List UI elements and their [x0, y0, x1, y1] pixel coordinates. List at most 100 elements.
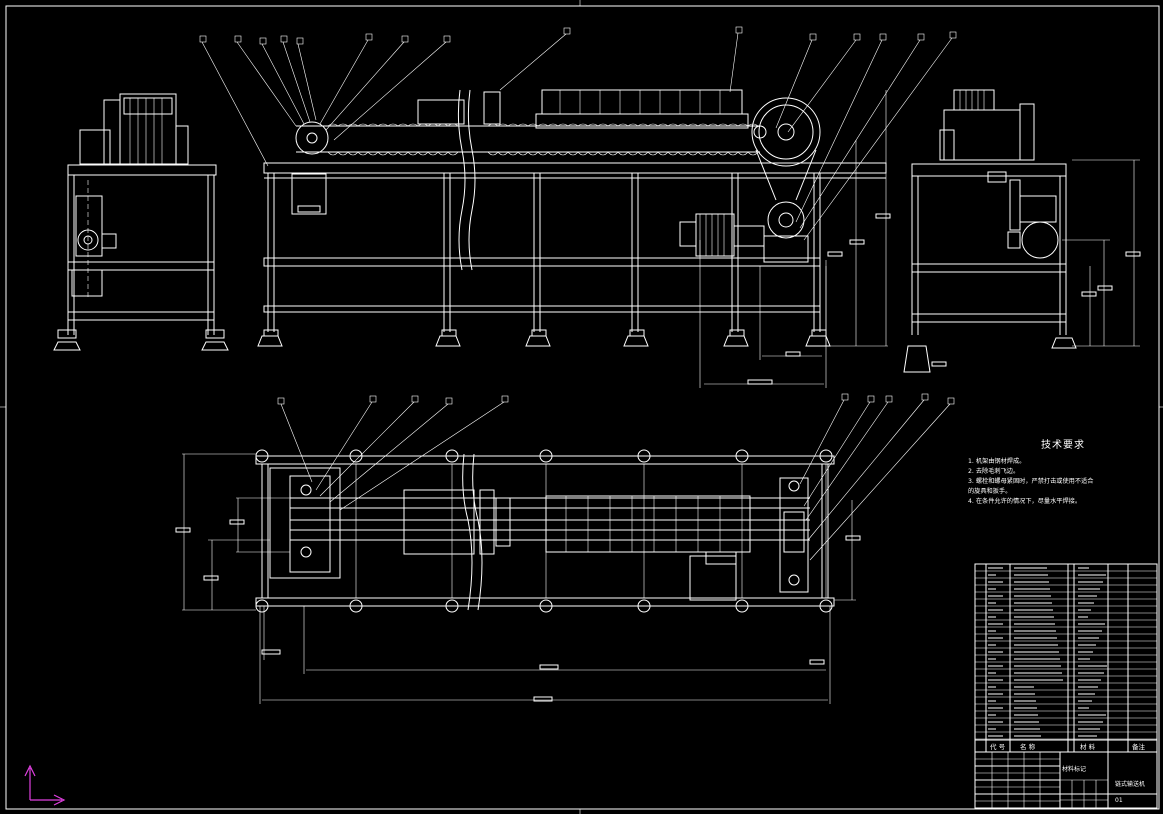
plan-post [735, 449, 749, 463]
title-block [974, 751, 1158, 809]
chain-link [617, 123, 629, 127]
bom-table [974, 563, 1158, 753]
chain-link [537, 151, 549, 156]
chain-link [597, 123, 609, 127]
chain-link [377, 123, 389, 127]
technical-requirements-heading: 技术要求 [1041, 440, 1085, 451]
item-label-box [917, 33, 925, 41]
requirement-item: 2. 去除毛刺飞边。 [968, 468, 1020, 475]
chain-link [447, 151, 459, 156]
chain-link [547, 151, 559, 156]
chain-link [547, 123, 559, 127]
plan-post [735, 599, 749, 613]
chain-link [487, 151, 499, 156]
bom-header-name: 名 称 [1020, 743, 1036, 751]
item-label-box [411, 395, 419, 403]
chain-link [357, 151, 369, 156]
item-label-box [259, 37, 267, 45]
left-side-view [53, 93, 229, 351]
main-front-view [257, 89, 891, 388]
chain-link [667, 123, 679, 127]
ucs-axis-icon [24, 764, 66, 806]
chain-link [367, 151, 379, 156]
chain-link [347, 123, 359, 127]
chain-link [627, 151, 639, 156]
chain-link [627, 123, 639, 127]
chain-link [337, 151, 349, 156]
chain-link [637, 151, 649, 156]
chain-link [667, 151, 679, 156]
plan-post [255, 449, 269, 463]
chain-link [657, 151, 669, 156]
plan-post [445, 449, 459, 463]
plan-post [637, 449, 651, 463]
chain-link [337, 123, 349, 127]
item-label-box [735, 26, 743, 34]
bom-header-code: 代 号 [990, 743, 1006, 751]
plan-post [349, 449, 363, 463]
chain-link [707, 151, 719, 156]
chain-link [407, 123, 419, 127]
plan-post [539, 599, 553, 613]
plan-post [637, 599, 651, 613]
chain-link [717, 151, 729, 156]
chain-link [437, 151, 449, 156]
chain-link [517, 123, 529, 127]
chain-link [577, 151, 589, 156]
chain-link [567, 151, 579, 156]
chain-link [687, 123, 699, 127]
title-block-drawing-name: 链式输送机 [1115, 781, 1146, 788]
requirement-item: 1. 机架由钢材焊成。 [968, 458, 1026, 465]
chain-link [637, 123, 649, 127]
drawing-border [5, 5, 1160, 810]
requirement-item: 4. 在条件允许的情况下，尽量水平焊接。 [968, 498, 1082, 505]
chain-link [527, 123, 539, 127]
item-label-box [809, 33, 817, 41]
plan-post [445, 599, 459, 613]
item-label-box [853, 33, 861, 41]
bom-header-material: 材 料 [1080, 743, 1096, 751]
chain-link [557, 123, 569, 127]
item-label-box [947, 397, 955, 405]
chain-link [537, 123, 549, 127]
item-label-box [296, 37, 304, 45]
chain-link [607, 151, 619, 156]
plan-post [539, 449, 553, 463]
chain-link [677, 123, 689, 127]
chain-link [647, 151, 659, 156]
chain-link [347, 151, 359, 156]
chain-link [657, 123, 669, 127]
item-label-box [921, 393, 929, 401]
plan-post [819, 599, 833, 613]
requirement-item: 的旋具和扳手。 [968, 488, 1012, 495]
chain-link [507, 123, 519, 127]
chain-link [587, 151, 599, 156]
item-label-box [443, 35, 451, 43]
item-label-box [199, 35, 207, 43]
item-label-box [867, 395, 875, 403]
right-side-view [903, 89, 1141, 373]
chain-link [527, 151, 539, 156]
chain-link [727, 123, 739, 127]
item-label-box [841, 393, 849, 401]
plan-view [175, 449, 861, 704]
title-block-material-mark: 材料标记 [1062, 766, 1087, 773]
chain-link [427, 151, 439, 156]
item-label-box [365, 33, 373, 41]
chain-link [717, 123, 729, 127]
chain-link [737, 123, 749, 127]
chain-link [367, 123, 379, 127]
item-label-box [501, 395, 509, 403]
chain-link [567, 123, 579, 127]
requirement-item: 3. 螺栓和螺母紧固时，严禁打击或使用不适合 [968, 478, 1094, 485]
chain-link [327, 123, 339, 127]
front-view-leaders [201, 32, 953, 241]
chain-link [577, 123, 589, 127]
chain-link [377, 151, 389, 156]
chain-link [327, 151, 339, 156]
chain-link [617, 151, 629, 156]
chain-link [597, 151, 609, 156]
chain-link [357, 123, 369, 127]
item-label-box [949, 31, 957, 39]
plan-view-leaders [280, 399, 951, 561]
